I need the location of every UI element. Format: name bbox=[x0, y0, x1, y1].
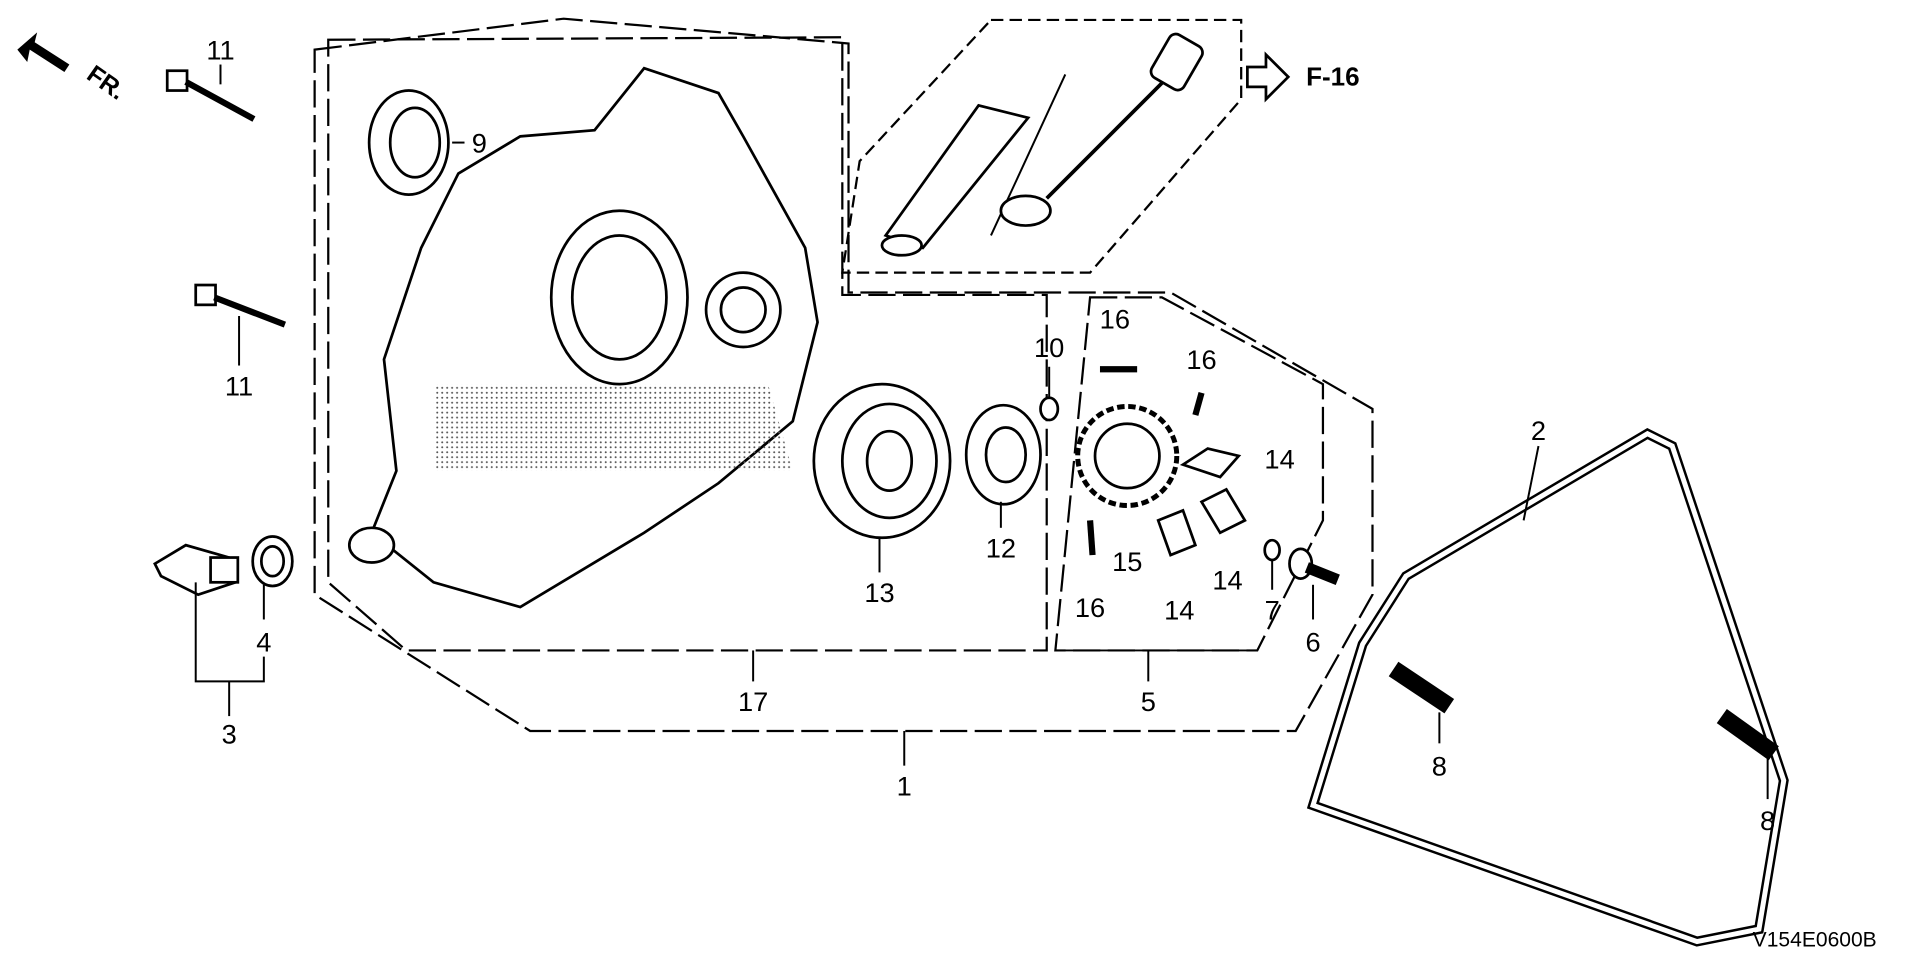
callout-11: 11 bbox=[206, 35, 234, 66]
oil-filler-tube bbox=[880, 74, 1067, 257]
callout-17: 17 bbox=[738, 686, 768, 717]
drain-plug bbox=[153, 543, 240, 597]
cross-reference-arrow-icon bbox=[1246, 51, 1291, 103]
callout-1: 1 bbox=[897, 770, 912, 801]
radial-ball-bearing-12 bbox=[964, 403, 1042, 506]
diagram-reference-code: V154E0600B bbox=[1753, 928, 1877, 951]
cross-reference-label: F-16 bbox=[1306, 62, 1359, 92]
callout-16: 16 bbox=[1100, 303, 1130, 334]
flange-bolt-lower bbox=[194, 283, 287, 328]
governor-holder-14b bbox=[1199, 487, 1247, 535]
callout-labels: 11 9 11 10 16 16 14 15 16 14 14 7 6 2 13… bbox=[206, 35, 1775, 836]
callout-4: 4 bbox=[256, 627, 271, 658]
front-direction-arrow-icon: FR. bbox=[17, 32, 130, 106]
callout-11: 11 bbox=[225, 370, 253, 401]
clip-7 bbox=[1263, 538, 1281, 562]
assembly-boundary-17 bbox=[327, 36, 1048, 652]
governor-gear bbox=[1075, 403, 1180, 508]
crankcase-cover bbox=[347, 66, 819, 609]
case-cover-gasket bbox=[1306, 428, 1789, 947]
leader-lines bbox=[194, 64, 1769, 800]
callout-8: 8 bbox=[1760, 805, 1775, 836]
oil-seal bbox=[367, 89, 450, 196]
front-marker-label: FR. bbox=[82, 61, 130, 106]
callout-6: 6 bbox=[1305, 627, 1320, 658]
callout-13: 13 bbox=[864, 577, 894, 608]
callout-14: 14 bbox=[1212, 565, 1242, 596]
callout-14: 14 bbox=[1164, 594, 1194, 625]
radial-ball-bearing-13 bbox=[812, 382, 952, 540]
callout-5: 5 bbox=[1141, 686, 1156, 717]
callout-12: 12 bbox=[986, 533, 1016, 564]
dowel-pin-8a bbox=[1388, 661, 1455, 714]
governor-holder-14a bbox=[1179, 447, 1242, 479]
pin-16c bbox=[1086, 520, 1096, 556]
callout-7: 7 bbox=[1265, 594, 1280, 625]
governor-sleeve-14c bbox=[1156, 508, 1198, 557]
flange-bolt-upper bbox=[165, 69, 256, 122]
callout-2: 2 bbox=[1531, 415, 1546, 446]
dowel-pin-8b bbox=[1716, 709, 1779, 761]
governor-shaft-6 bbox=[1288, 547, 1340, 586]
callout-15: 15 bbox=[1112, 546, 1142, 577]
callout-16: 16 bbox=[1075, 592, 1105, 623]
callout-14: 14 bbox=[1264, 443, 1294, 474]
callout-16: 16 bbox=[1186, 344, 1216, 375]
callout-3: 3 bbox=[222, 718, 237, 749]
washer-10 bbox=[1039, 396, 1060, 422]
drain-washer bbox=[251, 535, 294, 588]
dipstick bbox=[999, 32, 1204, 227]
assembly-boundary-1 bbox=[313, 17, 1374, 733]
callout-9: 9 bbox=[472, 127, 487, 158]
callout-10: 10 bbox=[1034, 332, 1064, 363]
cross-reference-box bbox=[841, 18, 1243, 274]
pin-16b bbox=[1192, 391, 1205, 416]
callout-8: 8 bbox=[1432, 751, 1447, 782]
